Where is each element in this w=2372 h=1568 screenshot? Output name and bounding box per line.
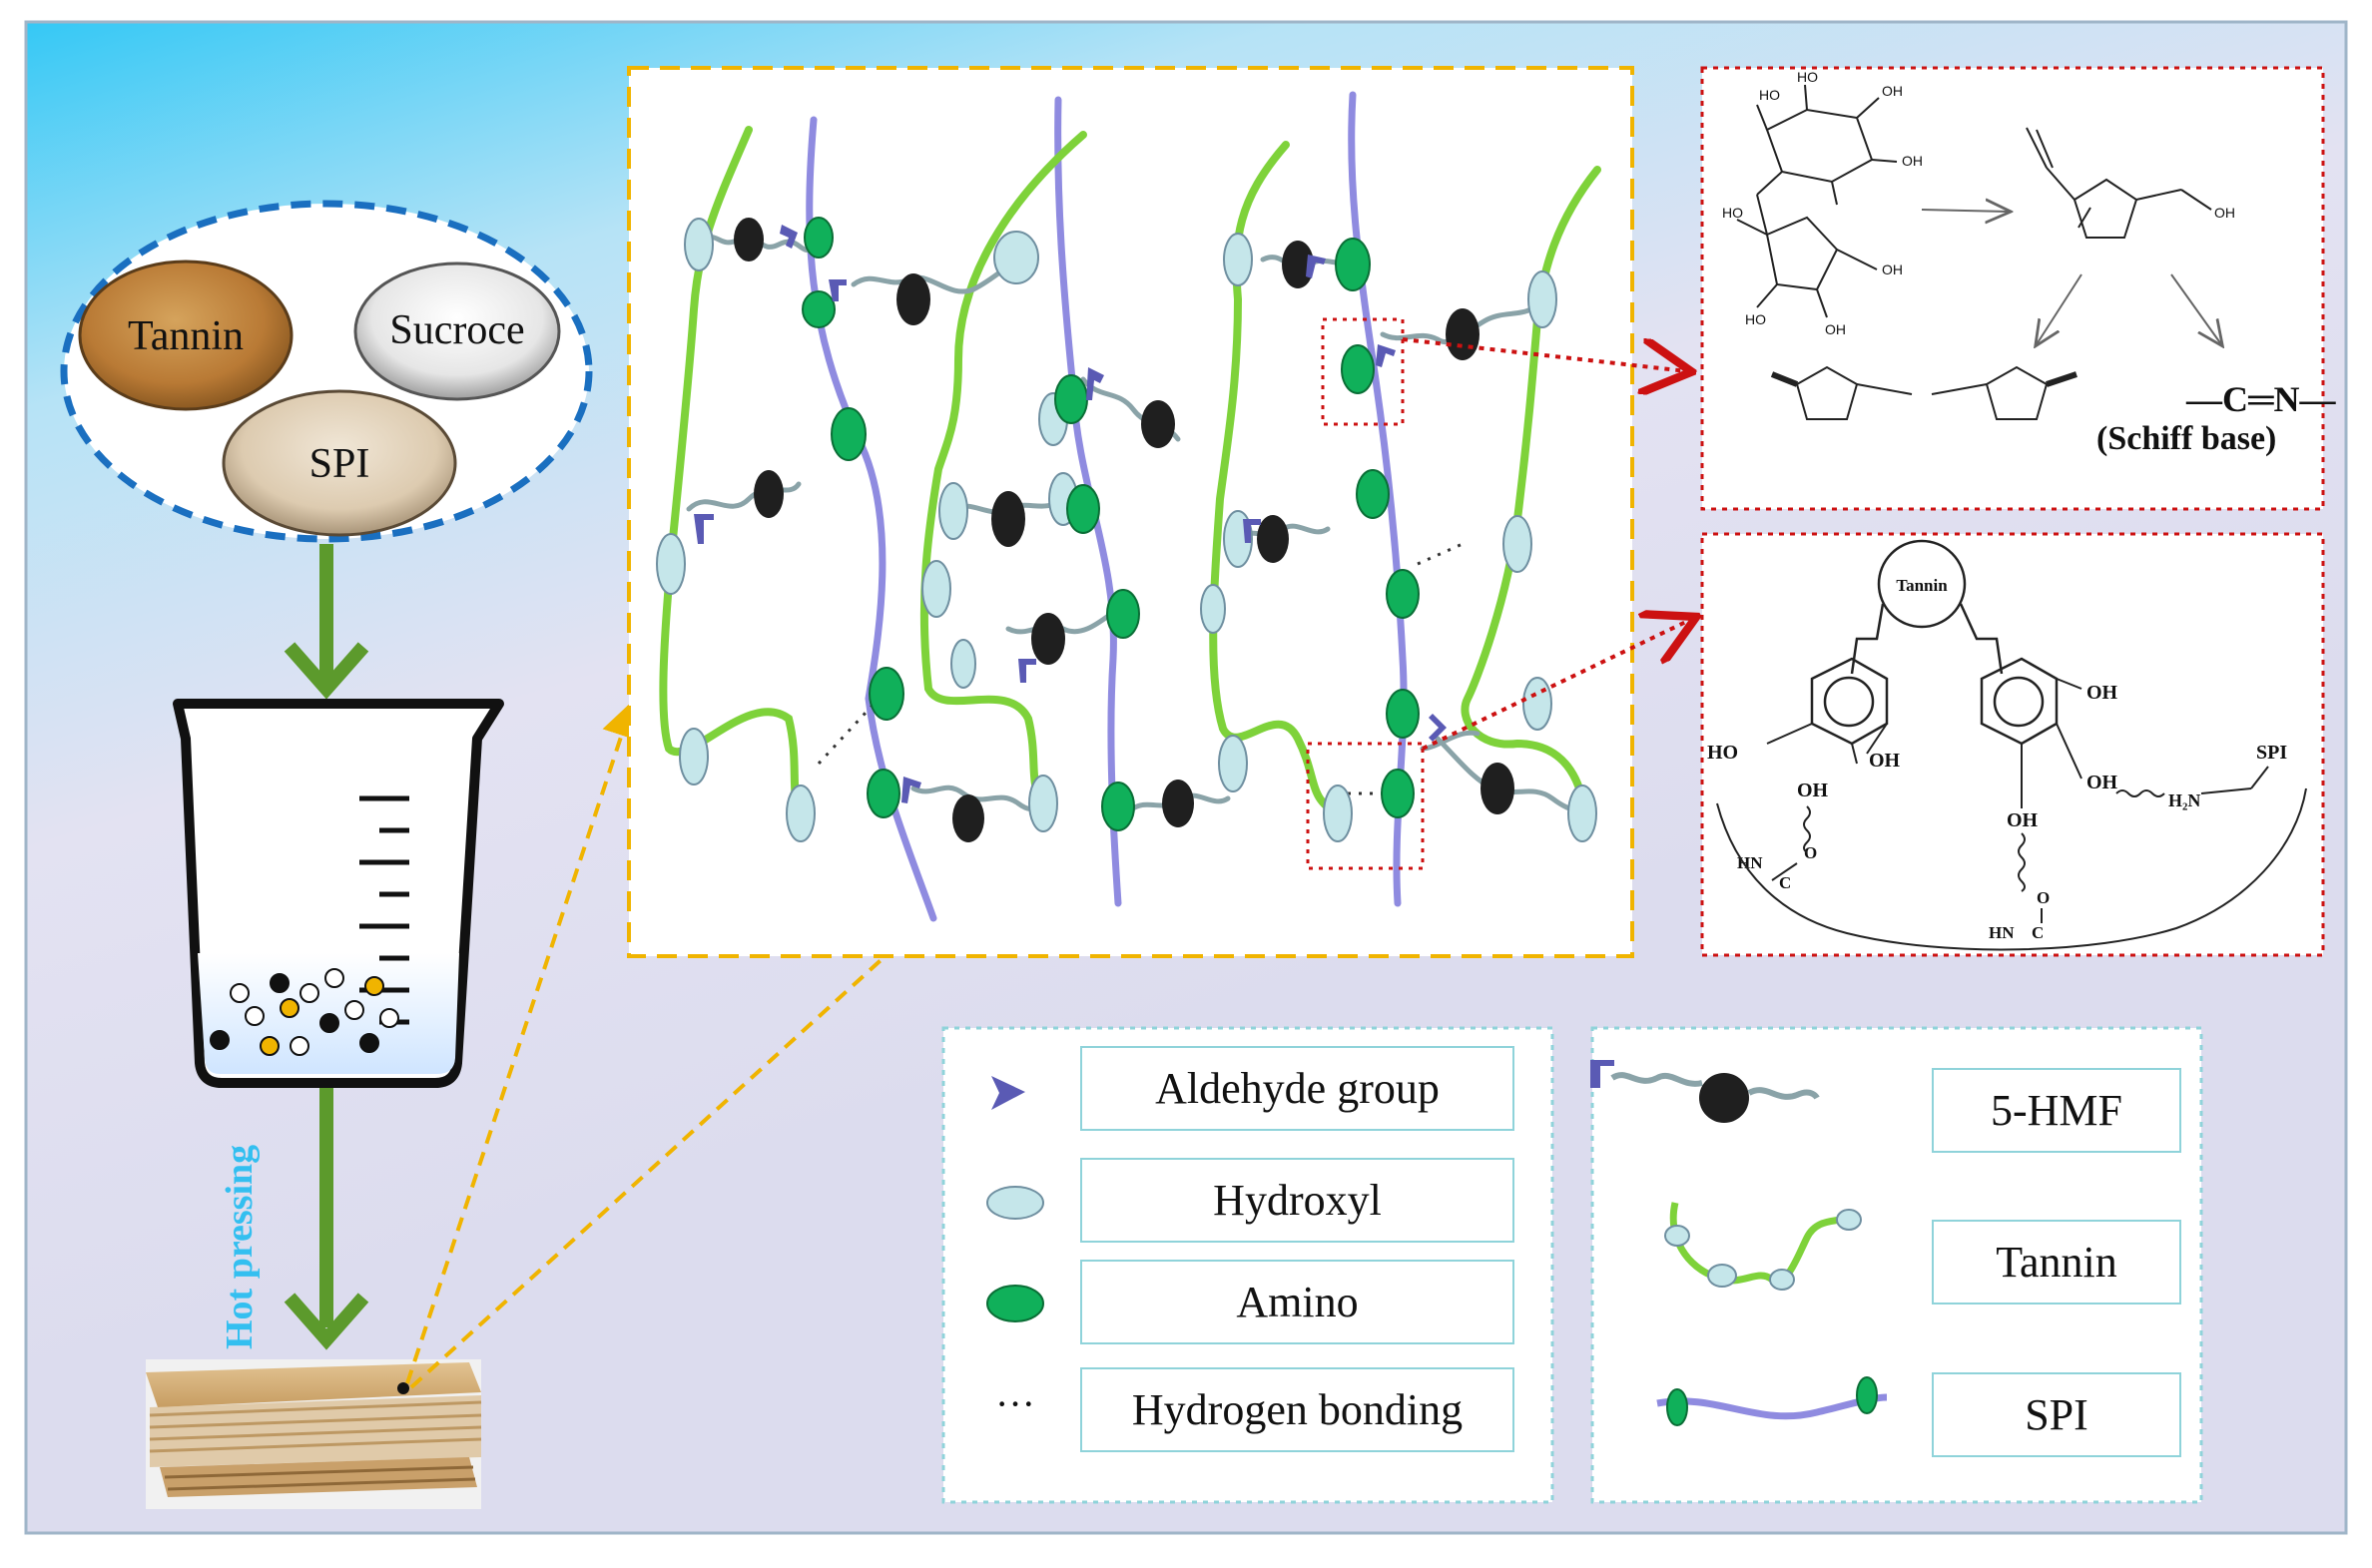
svg-text:OH: OH [1882, 261, 1903, 277]
zoom-connectors [405, 700, 890, 1389]
svg-text:HO: HO [1722, 205, 1743, 221]
aldehyde-groups [694, 225, 1447, 803]
plywood-sample-point [397, 1382, 409, 1394]
sucrose-label: Sucroce [389, 307, 524, 353]
svg-text:HO: HO [1745, 311, 1766, 327]
dots-icon: ··· [995, 1381, 1035, 1426]
svg-text:Tannin: Tannin [1896, 576, 1948, 595]
hydroxyl-groups [656, 218, 1597, 842]
svg-text:OH: OH [2086, 772, 2118, 793]
arrow-to-beaker [284, 544, 369, 700]
beaker-particles [210, 968, 399, 1056]
svg-text:SPI: SPI [2256, 742, 2287, 764]
plywood [146, 1359, 482, 1509]
schiff-base-label: (Schiff base) [2096, 420, 2276, 457]
hot-pressing-label: Hot pressing [219, 1145, 261, 1349]
legend-label-5hmf: 5-HMF [1932, 1068, 2181, 1153]
legend-label-tannin: Tannin [1932, 1220, 2181, 1305]
svg-text:OH: OH [1797, 780, 1829, 801]
svg-text:O: O [2037, 888, 2050, 907]
tannin-label: Tannin [128, 313, 244, 359]
sucrose-powder [353, 261, 561, 401]
svg-text:HN: HN [1737, 853, 1763, 872]
beaker [173, 699, 504, 1088]
svg-text:OH: OH [2007, 809, 2039, 831]
ingredients-group: Tannin Sucroce SPI [60, 200, 593, 543]
callout-arrows [1402, 337, 1692, 751]
spi-powder [222, 389, 457, 537]
reaction-scheme: HO HO OH OH HO OH HO OH OH —C═N— [1722, 69, 2337, 457]
legend-right-icons [1590, 1060, 1888, 1426]
svg-text:H₂N: H₂N [2168, 790, 2200, 810]
svg-text:HO: HO [1759, 87, 1780, 103]
svg-text:HN: HN [1989, 923, 2015, 942]
aldehyde-icon [991, 1076, 1025, 1110]
arrow-to-plywood [284, 1088, 369, 1350]
legend-label-spi: SPI [1932, 1372, 2181, 1457]
legend-label-hydroxyl: Hydroxyl [1080, 1158, 1514, 1243]
tannin-powder [78, 260, 294, 411]
legend-label-amino: Amino [1080, 1260, 1514, 1344]
svg-text:OH: OH [1869, 750, 1901, 772]
spi-chain-icon [1656, 1376, 1888, 1426]
schiff-bond: —C═N— [2185, 379, 2337, 419]
hydroxyl-icon [986, 1186, 1044, 1220]
tannin-chain-icon [1664, 1202, 1862, 1291]
callout-boxes [1306, 317, 1425, 870]
svg-text:O: O [1804, 843, 1817, 862]
hydrogen-bond-dots [817, 542, 1464, 795]
crosslink-panel [1700, 532, 2325, 957]
network-diagram [656, 91, 1601, 922]
legend-left-icons: ··· [986, 1076, 1044, 1426]
svg-text:OH: OH [2086, 682, 2118, 704]
svg-text:C: C [2032, 923, 2044, 942]
svg-text:OH: OH [2214, 205, 2235, 221]
svg-text:OH: OH [1882, 83, 1903, 99]
svg-text:OH: OH [1825, 321, 1846, 337]
legend-label-hydrogen-bonding: Hydrogen bonding [1080, 1367, 1514, 1452]
amino-icon [986, 1285, 1044, 1322]
spi-label: SPI [309, 441, 370, 487]
legend-label-aldehyde: Aldehyde group [1080, 1046, 1514, 1131]
hmf-icon [1590, 1060, 1820, 1123]
svg-text:HO: HO [1797, 69, 1818, 85]
svg-text:HO: HO [1707, 742, 1738, 764]
svg-text:OH: OH [1902, 153, 1923, 169]
svg-text:C: C [1779, 873, 1791, 892]
amino-groups [802, 217, 1420, 831]
crosslink-structure: Tannin HO OH OH OH OH OH SPI H₂N HN C O … [1707, 539, 2307, 951]
